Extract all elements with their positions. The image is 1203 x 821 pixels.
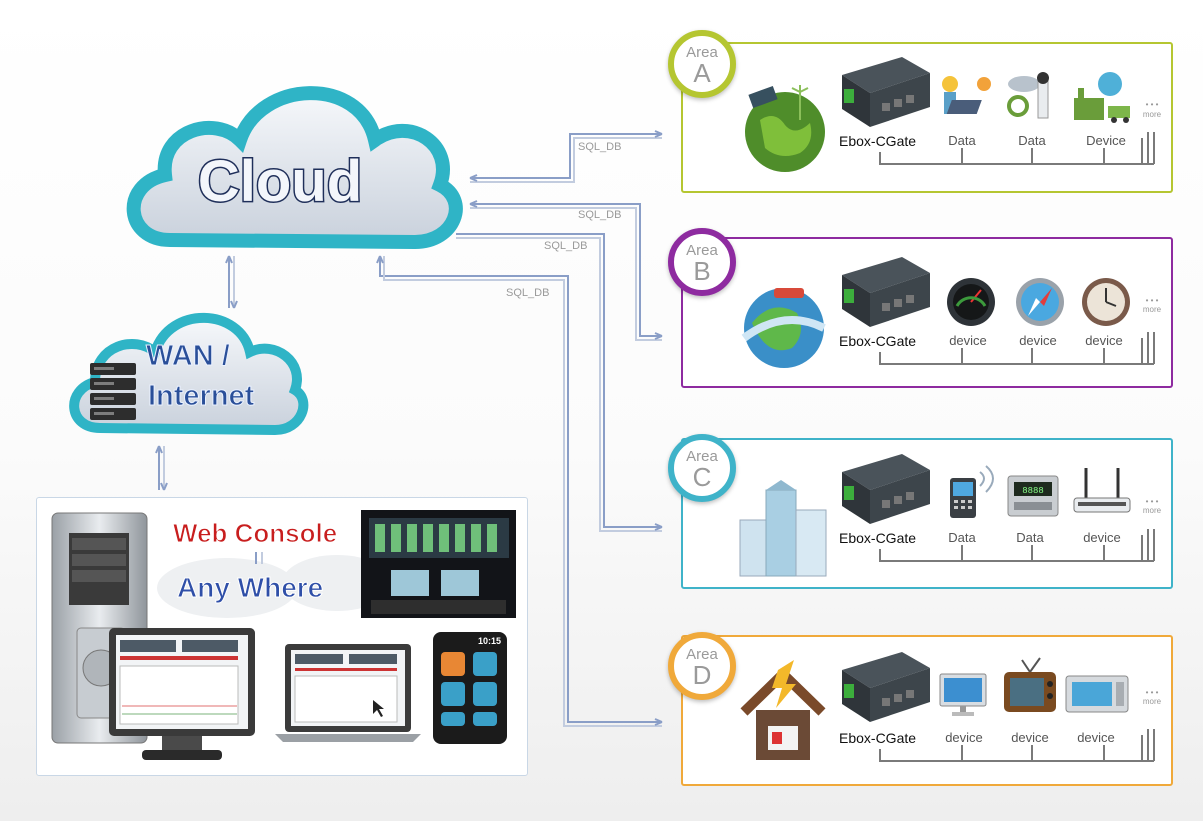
area-c-more: more <box>1142 506 1162 515</box>
compass-icon <box>1016 278 1064 326</box>
area-b-device-1-label: device <box>949 333 987 348</box>
tv-icon <box>1004 657 1056 712</box>
clock-icon <box>1082 278 1130 326</box>
solar-data-icon <box>942 76 991 114</box>
area-b-badge: Area B <box>668 228 736 296</box>
buildings-icon <box>739 480 827 577</box>
internet-cloud-icon <box>69 312 309 436</box>
area-a-more: more <box>1142 110 1162 119</box>
area-a-device-2-label: Data <box>1018 133 1046 148</box>
smartphone-icon: 10:15 <box>433 632 507 744</box>
area-c-badge: Area C <box>668 434 736 502</box>
area-c-letter: C <box>692 462 712 492</box>
router-icon <box>1073 468 1131 513</box>
area-b-bus-line <box>879 332 1155 365</box>
area-d-device-1-label: device <box>945 730 983 745</box>
area-d-word: Area <box>686 646 718 663</box>
ebox-cgate-device-icon <box>842 454 930 524</box>
ebox-cgate-device-icon <box>842 257 930 327</box>
cloud-node: Cloud Cloud <box>110 60 470 260</box>
area-a-more-dots: • • • <box>1145 100 1159 109</box>
weather-data-icon <box>1007 72 1049 119</box>
mail-app-icon <box>473 682 497 706</box>
laptop-icon <box>275 644 421 742</box>
server-icon <box>90 363 136 420</box>
area-b-word: Area <box>686 242 718 259</box>
area-d-gateway-label: Ebox-CGate <box>839 730 917 746</box>
web-console-title: Web Console <box>172 518 338 549</box>
area-a-gateway-label: Ebox-CGate <box>839 133 917 149</box>
area-c-device-3-label: device <box>1083 530 1121 545</box>
area-a-word: Area <box>686 44 718 61</box>
area-b-device-2-label: device <box>1019 333 1057 348</box>
ebox-cgate-device-icon <box>842 652 930 722</box>
area-d-device-2-label: device <box>1011 730 1049 745</box>
internet-label-line2: Internet <box>147 380 255 413</box>
ebox-cgate-device-icon <box>842 57 930 127</box>
area-b-more-dots: • • • <box>1145 296 1159 305</box>
area-a-device-1-label: Data <box>948 133 976 148</box>
mobile-phone-icon <box>950 465 994 518</box>
area-b-letter: B <box>693 256 711 286</box>
area-c-device-1-label: Data <box>948 530 976 545</box>
cloud-title: Cloud <box>196 148 363 216</box>
sql-db-label-c: SQL_DB <box>544 240 588 252</box>
sql-db-label-d: SQL_DB <box>506 287 550 299</box>
area-d-badge: Area D <box>668 632 736 700</box>
area-d-more: more <box>1142 697 1162 706</box>
sql-db-label-a: SQL_DB <box>578 141 622 153</box>
web-console-panel: Web Console Any Where 10:15 <box>36 497 528 776</box>
meter-icon: 8888 <box>1007 475 1059 517</box>
area-d-more-dots: • • • <box>1145 688 1159 697</box>
sql-db-label-b: SQL_DB <box>578 209 622 221</box>
area-c-bus-line <box>879 529 1155 562</box>
area-c-device-2-label: Data <box>1016 530 1044 545</box>
transport-globe-icon <box>741 288 826 368</box>
weather-app-icon <box>441 682 465 706</box>
cloud-title-highlight: Cloud <box>197 149 363 214</box>
area-c-gateway-label: Ebox-CGate <box>839 530 917 546</box>
area-a-device-3-label: Device <box>1086 133 1126 148</box>
phone-app-icon <box>441 652 465 676</box>
calendar-app-icon <box>473 652 497 676</box>
phone-time: 10:15 <box>477 636 501 646</box>
area-a-bus-line <box>879 132 1155 165</box>
area-b-gateway-label: Ebox-CGate <box>839 333 917 349</box>
house-power-icon <box>740 660 826 760</box>
svg-text:8888: 8888 <box>1022 486 1044 496</box>
app-icon <box>441 712 465 726</box>
internet-label-line1: WAN / <box>146 340 231 373</box>
area-d-bus-line <box>879 729 1155 762</box>
gauge-icon <box>947 278 995 326</box>
area-c-more-dots: • • • <box>1145 497 1159 506</box>
microwave-icon <box>1065 675 1129 713</box>
area-b-device-3-label: device <box>1085 333 1123 348</box>
cloud-icon <box>126 86 463 250</box>
area-d-letter: D <box>692 660 712 690</box>
area-a-letter: A <box>693 58 711 88</box>
area-d-device-3-label: device <box>1077 730 1115 745</box>
app-icon <box>473 712 497 726</box>
control-room-photo <box>361 510 516 618</box>
monitor-icon <box>939 673 987 716</box>
factory-device-icon <box>1074 72 1130 123</box>
any-where-subtitle: Any Where <box>176 572 324 604</box>
console-link-icon <box>255 552 263 564</box>
internet-node: WAN / Internet <box>60 290 310 450</box>
area-b-more: more <box>1142 305 1162 314</box>
area-a-badge: Area A <box>668 30 736 98</box>
area-c-word: Area <box>686 448 718 465</box>
desktop-monitor-icon <box>109 628 255 760</box>
green-earth-icon <box>745 85 825 172</box>
